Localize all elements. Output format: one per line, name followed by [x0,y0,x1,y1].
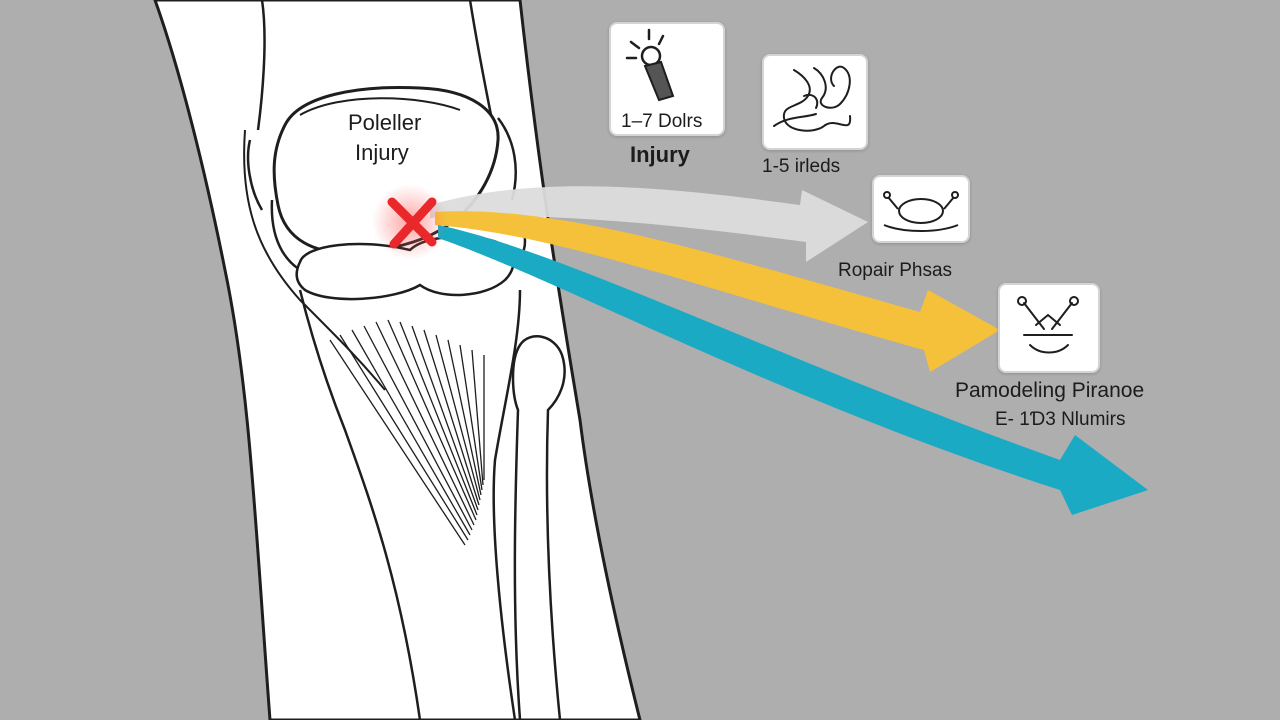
stage-card-injury: 1–7 Dolrs [609,22,725,136]
teal-arrow [438,225,1148,515]
stage-card-remodeling [998,283,1100,373]
stage-label-repair: Ropair Phsas [838,260,953,281]
leg-contour [243,129,386,391]
tangled-fiber-icon [773,65,852,132]
patella-inner [299,97,461,116]
stage-card-repair [872,175,970,243]
remodeling-tissue-icon [1017,296,1079,354]
flashlight-icon [625,28,675,102]
stage-label-injury: Injury [630,142,690,167]
stage-sublabel-remodeling: E- 1Ɗ3 Nlumirs [995,409,1126,430]
knee-label-line1: Poleller [348,110,422,135]
injury-x-icon [387,197,437,249]
repair-tissue-icon [883,191,959,232]
stage-label-inflammation: 1-5 irleds [762,156,841,177]
stage-label-remodeling: Pamodeling Piranoe [955,379,1145,402]
stage-card-inflammation [762,54,868,150]
stage-card-text: 1–7 Dolrs [621,111,703,132]
tendon-fibers [329,319,485,546]
tibia-outline [298,289,522,720]
fibula-outline [511,335,566,720]
gray-arrow [430,186,868,262]
yellow-arrow [435,211,1000,372]
knee-label-line2: Injury [355,140,409,165]
